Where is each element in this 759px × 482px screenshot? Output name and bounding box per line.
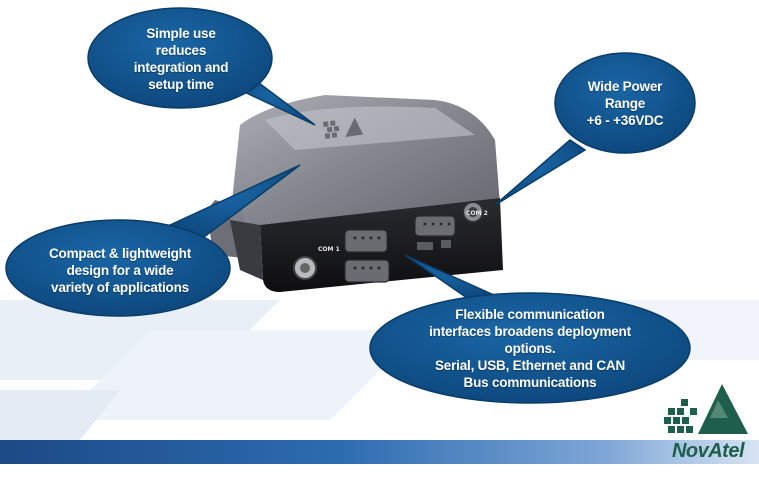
callout-text-simple-use: Simple use reduces integration and setup… — [133, 26, 229, 92]
receiver-device-image — [207, 95, 503, 292]
callout-power — [494, 52, 696, 206]
callout-simple-use — [87, 7, 316, 126]
port-label-com1: COM 1 — [318, 246, 340, 253]
bottom-bar — [0, 440, 759, 464]
callout-text-power: Wide Power Range +6 - +36VDC — [586, 79, 664, 128]
callout-text-flexible: Flexible communication interfaces broade… — [429, 307, 631, 390]
callout-text-compact: Compact & lightweight design for a wide … — [48, 246, 192, 295]
novatel-logo: NovAtel — [660, 378, 756, 468]
callout-flexible — [369, 254, 691, 404]
port-label-com2: COM 2 — [466, 210, 488, 217]
novatel-logo-icon — [664, 384, 748, 434]
callout-compact — [5, 164, 301, 317]
novatel-logo-text: NovAtel — [671, 440, 745, 462]
